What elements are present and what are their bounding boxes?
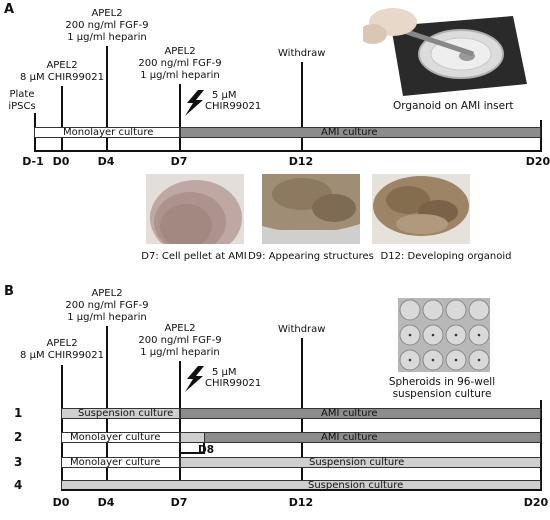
a-d7-fgf9: 200 ng/ml FGF-9 <box>138 58 222 69</box>
lightning-bolt-icon <box>185 366 204 392</box>
row-2-number: 2 <box>14 430 23 444</box>
a-d0-medium: APEL2 <box>46 60 78 71</box>
d7-cell-pellet-image <box>146 174 244 244</box>
ami-insert-photo <box>363 4 529 97</box>
row-1-ami-bar: AMI culture <box>180 408 541 419</box>
row-1-number: 1 <box>14 406 23 420</box>
d9-caption: D9: Appearing structures <box>248 251 374 262</box>
b-vline-d7 <box>179 361 181 489</box>
b-tick-d0: D0 <box>52 496 70 509</box>
a-ami-label: AMI culture <box>321 127 378 138</box>
b-vline-d20 <box>540 400 542 489</box>
a-d7-heparin: 1 µg/ml heparin <box>140 70 220 81</box>
b-d4-fgf9: 200 ng/ml FGF-9 <box>65 300 149 311</box>
a-d0-chir: 8 µM CHIR99021 <box>20 72 104 83</box>
d12-caption: D12: Developing organoid <box>380 251 512 262</box>
row-1-seg2-label: AMI culture <box>321 408 378 419</box>
a-tick-d4: D4 <box>97 155 115 168</box>
b-axis-line <box>61 489 542 491</box>
b-d4-medium: APEL2 <box>91 288 123 299</box>
a-vline-d7 <box>179 84 181 151</box>
a-tick-d12: D12 <box>288 155 314 168</box>
row-2-transition-bar <box>180 432 205 443</box>
a-pulse-drug: CHIR99021 <box>205 101 262 112</box>
lightning-bolt-icon <box>185 90 204 116</box>
row-1-suspension-bar: Suspension culture <box>61 408 180 419</box>
a-ami-bar: AMI culture <box>180 127 541 138</box>
row-3-seg1-label: Monolayer culture <box>70 457 161 468</box>
a-d4-fgf9: 200 ng/ml FGF-9 <box>65 20 149 31</box>
a-tick-d7: D7 <box>170 155 188 168</box>
row-3-seg2-label: Suspension culture <box>309 457 405 468</box>
a-d7-medium: APEL2 <box>164 46 196 57</box>
row-2-d8-line <box>180 452 205 454</box>
b-d0-medium: APEL2 <box>46 338 78 349</box>
plate-caption-line2: suspension culture <box>392 388 492 400</box>
a-tick-d20: D20 <box>525 155 550 168</box>
b-tick-d20: D20 <box>523 496 549 509</box>
row-2-d8-tick <box>203 443 205 452</box>
row-3-monolayer-bar: Monolayer culture <box>61 457 180 468</box>
b-d0-chir: 8 µM CHIR99021 <box>20 350 104 361</box>
b-tick-d12: D12 <box>288 496 314 509</box>
plate-caption-line1: Spheroids in 96-well <box>388 376 496 388</box>
a-axis-line <box>34 150 542 152</box>
b-pulse-drug: CHIR99021 <box>205 378 262 389</box>
panel-a-label: A <box>4 2 15 17</box>
b-d7-heparin: 1 µg/ml heparin <box>140 347 220 358</box>
a-vline-d0 <box>61 86 63 151</box>
row-4-number: 4 <box>14 478 23 492</box>
row-2-seg2-label: AMI culture <box>321 432 378 443</box>
a-tick-d0: D0 <box>52 155 70 168</box>
plate-label-line1: Plate <box>9 89 35 100</box>
row-2-d8-marker: D8 <box>198 444 215 456</box>
b-d7-medium: APEL2 <box>164 323 196 334</box>
b-d7-fgf9: 200 ng/ml FGF-9 <box>138 335 222 346</box>
a-d4-heparin: 1 µg/ml heparin <box>67 32 147 43</box>
row-2-ami-bar: AMI culture <box>204 432 541 443</box>
b-vline-d4 <box>106 326 108 489</box>
a-pulse-conc: 5 µM <box>212 90 237 101</box>
a-vline-d4 <box>106 46 108 151</box>
a-monolayer-bar: Monolayer culture <box>34 127 180 138</box>
a-tick-dm1: D-1 <box>22 155 44 168</box>
row-3-number: 3 <box>14 455 23 469</box>
insert-caption: Organoid on AMI insert <box>393 100 514 112</box>
d7-caption: D7: Cell pellet at AMI <box>141 251 247 262</box>
row-3-suspension-bar: Suspension culture <box>180 457 541 468</box>
a-monolayer-label: Monolayer culture <box>63 127 154 138</box>
a-d4-medium: APEL2 <box>91 8 123 19</box>
d9-structures-image <box>262 174 360 244</box>
panel-b-label: B <box>4 284 14 299</box>
a-withdraw-label: Withdraw <box>278 48 326 59</box>
b-withdraw-label: Withdraw <box>278 324 326 335</box>
d12-organoid-image <box>372 174 470 244</box>
b-d4-heparin: 1 µg/ml heparin <box>67 312 147 323</box>
row-2-seg1-label: Monolayer culture <box>70 432 161 443</box>
b-tick-d7: D7 <box>170 496 188 509</box>
row-1-seg1-label: Suspension culture <box>78 408 174 419</box>
row-2-monolayer-bar: Monolayer culture <box>61 432 180 443</box>
b-tick-d4: D4 <box>97 496 115 509</box>
a-vline-d12 <box>301 62 303 151</box>
row-4-seg2-label: Suspension culture <box>308 480 404 491</box>
plate-label-line2: iPSCs <box>8 101 36 112</box>
b-pulse-conc: 5 µM <box>212 367 237 378</box>
b-vline-d0 <box>61 365 63 489</box>
well-plate-image <box>398 298 490 372</box>
row-4-suspension-bar: Suspension culture <box>61 480 541 491</box>
